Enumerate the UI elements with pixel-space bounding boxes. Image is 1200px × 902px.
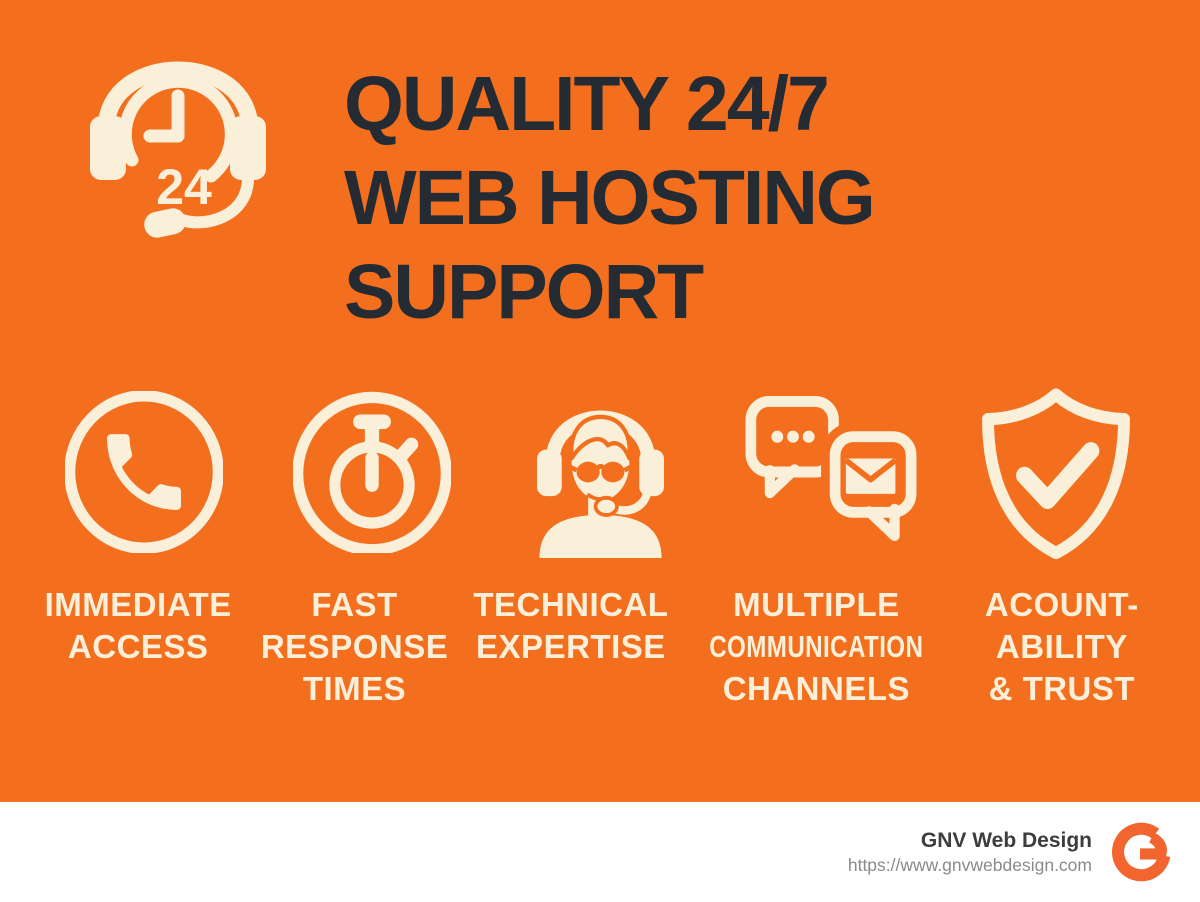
feature-communication-channels xyxy=(714,382,942,562)
label-line: & TRUST xyxy=(988,670,1136,707)
footer-bar: GNV Web Design https://www.gnvwebdesign.… xyxy=(0,802,1200,902)
label-fast-response-times: FAST RESPONSE TIMES xyxy=(246,584,462,710)
feature-technical-expertise xyxy=(486,382,714,562)
label-technical-expertise: TECHNICAL EXPERTISE xyxy=(463,584,679,710)
feature-icons-row xyxy=(30,382,1170,562)
phone-icon xyxy=(65,391,223,553)
label-accountability-trust: ACOUNT- ABILITY & TRUST xyxy=(954,584,1170,710)
support-agent-icon xyxy=(536,410,664,558)
title-line-1: QUALITY 24/7 xyxy=(344,61,830,147)
stopwatch-icon xyxy=(293,391,451,553)
label-line: TIMES xyxy=(302,670,407,707)
footer-url: https://www.gnvwebdesign.com xyxy=(847,855,1092,875)
label-line: FAST xyxy=(311,586,398,623)
page-title: QUALITY 24/7 WEB HOSTING SUPPORT xyxy=(344,57,876,339)
title-line-3: SUPPORT xyxy=(344,249,704,335)
label-line: TECHNICAL xyxy=(473,586,669,623)
label-immediate-access: IMMEDIATE ACCESS xyxy=(30,584,246,710)
chat-email-icon xyxy=(744,395,921,549)
footer-brand: GNV Web Design xyxy=(920,829,1092,852)
label-line: RESPONSE xyxy=(260,628,449,665)
footer-text-block: GNV Web Design https://www.gnvwebdesign.… xyxy=(848,828,1092,876)
feature-labels-row: IMMEDIATE ACCESS FAST RESPONSE TIMES TEC… xyxy=(30,584,1170,710)
label-line: ACCESS xyxy=(67,628,209,665)
title-line-2: WEB HOSTING xyxy=(344,155,876,241)
label-line: ACOUNT- xyxy=(984,586,1139,623)
label-line: IMMEDIATE xyxy=(44,586,232,623)
feature-accountability-trust xyxy=(942,382,1170,562)
gnv-logo xyxy=(1112,822,1171,882)
label-multiple-communication-channels: MULTIPLE COMMUNICATION CHANNELS xyxy=(679,584,954,710)
feature-fast-response xyxy=(258,382,486,562)
feature-immediate-access xyxy=(30,382,258,562)
badge-24: 24 xyxy=(156,159,212,215)
label-line: MULTIPLE xyxy=(733,586,900,623)
label-line: EXPERTISE xyxy=(476,628,666,665)
label-line: CHANNELS xyxy=(722,670,911,707)
label-line: COMMUNICATION xyxy=(709,629,924,664)
label-line: ABILITY xyxy=(995,628,1128,665)
shield-check-icon xyxy=(982,388,1130,560)
headset-24-clock-icon: 24 xyxy=(90,61,266,238)
